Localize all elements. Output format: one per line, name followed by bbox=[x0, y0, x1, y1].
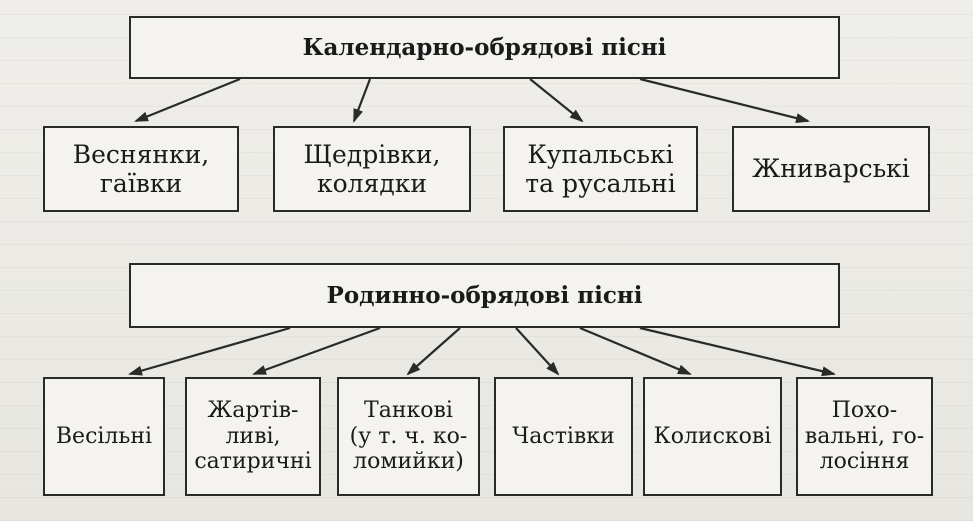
family-item-label: Колискові bbox=[653, 423, 772, 449]
family-item-label: Жартів- ливі, сатиричні bbox=[194, 397, 312, 475]
arrow-family-pokhovalni bbox=[639, 326, 836, 377]
arrow-family-vesilni bbox=[128, 326, 291, 376]
calendar-item-label: Веснянки, гаївки bbox=[72, 139, 210, 199]
family-item-label: Похо- вальні, го- лосіння bbox=[804, 397, 925, 475]
calendar-item-vesnianky: Веснянки, гаївки bbox=[43, 126, 239, 212]
family-item-label: Частівки bbox=[512, 423, 615, 449]
arrow-calendar-vesnianky bbox=[134, 77, 241, 123]
family-songs-box: Родинно-обрядові пісні bbox=[129, 263, 840, 328]
family-item-label: Танкові (у т. ч. ко- ломийки) bbox=[349, 397, 468, 475]
arrow-family-kolyskovi bbox=[579, 326, 692, 376]
calendar-songs-box: Календарно-обрядові пісні bbox=[129, 16, 840, 79]
arrow-calendar-zhnyvarski bbox=[639, 77, 810, 123]
calendar-item-kupalski: Купальські та русальні bbox=[503, 126, 698, 212]
calendar-item-label: Жниварські bbox=[752, 154, 910, 184]
arrow-calendar-shchedrivky bbox=[352, 78, 372, 123]
family-item-zhartivlyvi: Жартів- ливі, сатиричні bbox=[185, 377, 321, 496]
family-songs-title: Родинно-обрядові пісні bbox=[326, 281, 643, 309]
family-item-label: Весільні bbox=[55, 423, 153, 449]
family-item-kolyskovi: Колискові bbox=[643, 377, 782, 496]
family-item-chastivky: Частівки bbox=[494, 377, 633, 496]
arrow-family-zhartivlyvi bbox=[252, 326, 381, 376]
calendar-item-label: Щедрівки, колядки bbox=[303, 139, 441, 199]
calendar-songs-title: Календарно-обрядові пісні bbox=[302, 33, 667, 61]
family-item-tankovi: Танкові (у т. ч. ко- ломийки) bbox=[337, 377, 480, 496]
calendar-item-zhnyvarski: Жниварські bbox=[732, 126, 930, 212]
arrow-family-tankovi bbox=[406, 327, 461, 376]
family-item-pokhovalni: Похо- вальні, го- лосіння bbox=[796, 377, 933, 496]
calendar-item-label: Купальські та русальні bbox=[525, 139, 676, 199]
arrow-calendar-kupalski bbox=[529, 78, 584, 123]
arrow-family-chastivky bbox=[515, 327, 560, 376]
calendar-item-shchedrivky: Щедрівки, колядки bbox=[273, 126, 471, 212]
family-item-vesilni: Весільні bbox=[43, 377, 165, 496]
